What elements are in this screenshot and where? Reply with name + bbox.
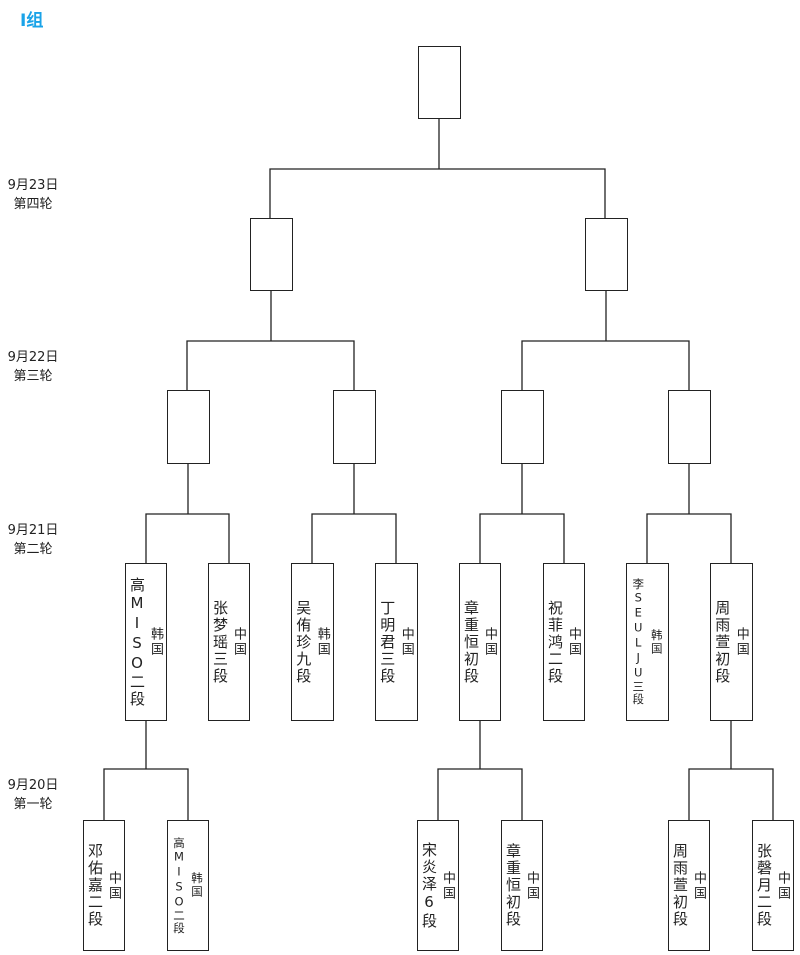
round-name: 第二轮	[13, 542, 53, 557]
player-country: 中国	[733, 627, 749, 657]
player-box: 张梦瑶三段中国	[208, 563, 250, 721]
player-country: 中国	[482, 627, 497, 657]
player-name: 章重恒初段	[504, 843, 522, 928]
final-winner-slot	[418, 46, 461, 119]
player-box: 丁明君三段中国	[375, 563, 418, 721]
quarterfinal-slot	[501, 390, 544, 464]
player-name: 祝菲鸿二段	[546, 599, 564, 685]
player-name: 吴侑珍九段	[294, 599, 313, 685]
round-label-1: 9月20日第一轮	[4, 776, 62, 814]
round-date: 9月21日	[7, 523, 59, 538]
player-country: 中国	[691, 870, 706, 901]
player-country: 韩国	[649, 628, 664, 656]
semifinal-slot	[585, 218, 628, 291]
player-country: 中国	[775, 870, 790, 901]
quarterfinal-slot	[668, 390, 711, 464]
player-country: 韩国	[190, 872, 204, 899]
player-name: 张磬月二段	[755, 843, 773, 928]
player-name: 周雨萱初段	[671, 843, 689, 928]
player-country: 中国	[231, 627, 246, 657]
player-country: 韩国	[314, 627, 330, 657]
player-country: 中国	[398, 627, 414, 657]
player-country: 中国	[440, 870, 455, 901]
quarterfinal-slot	[167, 390, 210, 464]
round-name: 第四轮	[13, 197, 53, 212]
player-name: 丁明君三段	[378, 599, 397, 685]
player-name: 张梦瑶三段	[211, 599, 229, 685]
round-label-2: 9月21日第二轮	[4, 521, 62, 559]
player-name: 章重恒初段	[462, 599, 480, 685]
player-name: 宋炎泽6段	[420, 841, 438, 930]
player-box: 祝菲鸿二段中国	[543, 563, 585, 721]
player-name: 李SEULJU三段	[631, 578, 646, 706]
quarterfinal-slot	[333, 390, 376, 464]
semifinal-slot	[250, 218, 293, 291]
player-country: 中国	[566, 627, 581, 657]
round-date: 9月22日	[7, 350, 59, 365]
round-date: 9月23日	[7, 178, 59, 193]
player-box: 李SEULJU三段韩国	[626, 563, 669, 721]
player-box: 吴侑珍九段韩国	[291, 563, 334, 721]
player-country: 中国	[524, 870, 539, 901]
group-title: I组	[20, 11, 44, 31]
player-box: 邓佑嘉二段中国	[83, 820, 125, 951]
player-name: 周雨萱初段	[713, 599, 732, 685]
player-box: 宋炎泽6段中国	[417, 820, 459, 951]
player-box: 章重恒初段中国	[501, 820, 543, 951]
player-box: 周雨萱初段中国	[710, 563, 753, 721]
player-name: 高MISO二段	[172, 836, 186, 935]
player-country: 韩国	[148, 627, 163, 657]
player-country: 中国	[106, 870, 121, 901]
player-box: 高MISO二段韩国	[167, 820, 209, 951]
player-name: 高MISO二段	[128, 576, 146, 708]
player-box: 周雨萱初段中国	[668, 820, 710, 951]
player-box: 章重恒初段中国	[459, 563, 501, 721]
round-name: 第三轮	[13, 369, 53, 384]
round-label-4: 9月23日第四轮	[4, 176, 62, 214]
round-label-3: 9月22日第三轮	[4, 348, 62, 386]
round-date: 9月20日	[7, 778, 59, 793]
player-name: 邓佑嘉二段	[86, 843, 104, 928]
round-name: 第一轮	[13, 797, 53, 812]
player-box: 张磬月二段中国	[752, 820, 794, 951]
player-box: 高MISO二段韩国	[125, 563, 167, 721]
